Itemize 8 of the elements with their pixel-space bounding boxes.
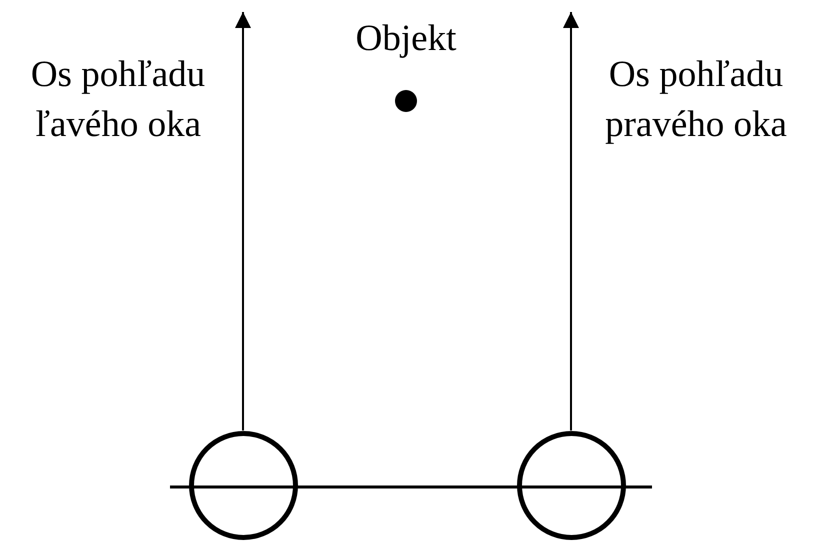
axis-arrow — [235, 12, 251, 430]
axis-arrow — [563, 12, 579, 430]
eye-circle — [188, 430, 298, 540]
axis-label: Os pohľadu pravého oka — [604, 53, 788, 147]
eye-circle — [516, 430, 626, 540]
object-label: Objekt — [354, 19, 458, 59]
axis-label: Os pohľadu ľavého oka — [30, 53, 206, 147]
object-dot — [395, 90, 417, 112]
